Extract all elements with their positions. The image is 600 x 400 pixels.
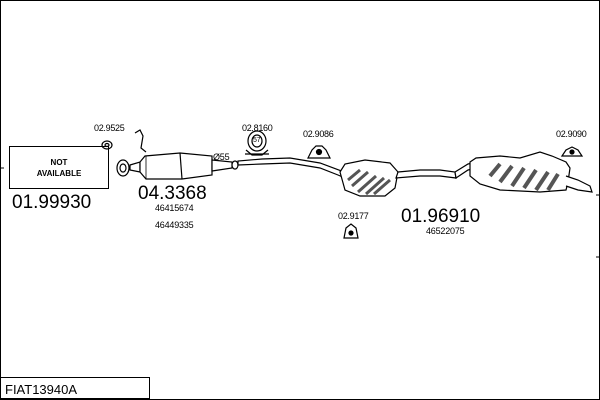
cat-part-2: 46449335 [155, 220, 194, 230]
rear-silencer [469, 151, 593, 193]
rear-code: 01.96910 [401, 206, 481, 227]
clamp-code: 02.8160 [242, 123, 273, 133]
not-available-line2: AVAILABLE [36, 168, 82, 178]
pipe-diameter: Ø55 [213, 152, 230, 162]
centre-silencer [339, 159, 457, 197]
front-code: 01.99930 [12, 192, 92, 213]
clamp-size: 57 [253, 137, 261, 144]
not-available-line1: NOT [50, 157, 68, 167]
front-gasket [116, 159, 130, 177]
clamp-part [245, 130, 269, 156]
hanger-part-2 [343, 223, 359, 239]
hanger-code-3: 02.9090 [556, 129, 587, 139]
intermediate-pipe [237, 157, 346, 179]
hanger-part-1 [307, 145, 331, 159]
not-available-box: NOT AVAILABLE [9, 146, 109, 189]
footer-label-box: FIAT13940A [0, 377, 150, 399]
hanger-code-1: 02.9086 [303, 129, 334, 139]
hanger-part-3 [560, 146, 584, 157]
bracket-part [101, 129, 147, 153]
hanger-code-2: 02.9177 [338, 211, 369, 221]
cat-part-1: 46415674 [155, 203, 194, 213]
footer-label: FIAT13940A [5, 382, 78, 397]
rear-part: 46522075 [426, 226, 465, 236]
cat-code: 04.3368 [138, 183, 207, 204]
bracket-code: 02.9525 [94, 123, 125, 133]
